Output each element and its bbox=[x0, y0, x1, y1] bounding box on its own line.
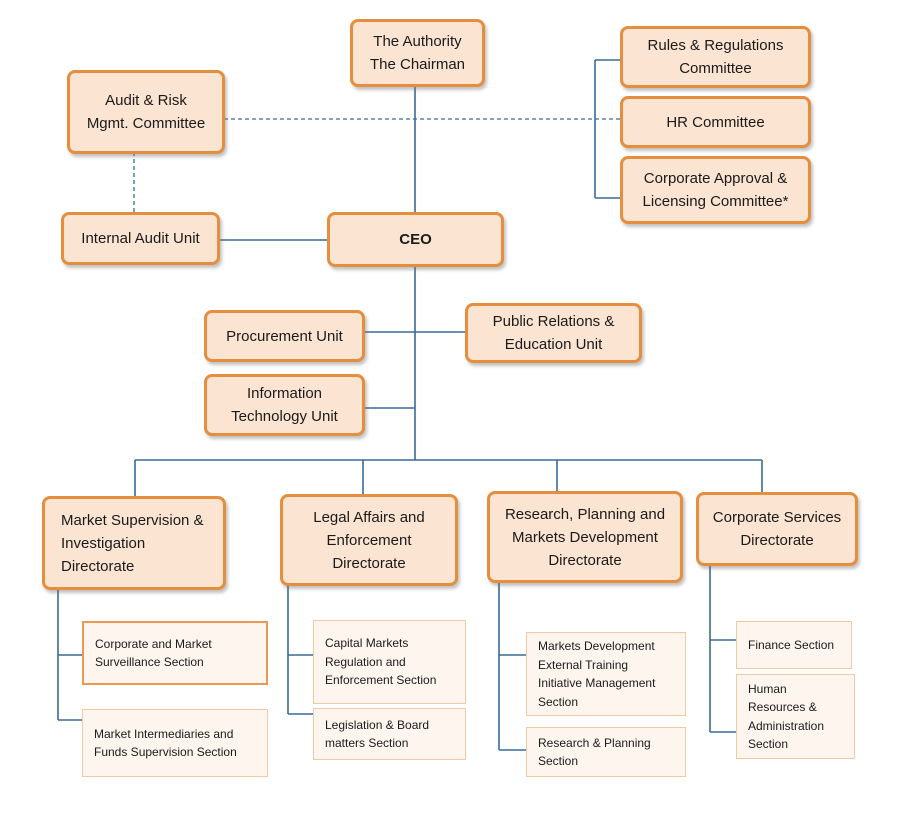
rules-regulations-committee-box: Rules & Regulations Committee bbox=[620, 26, 811, 88]
section-markets-development-training: Markets Development External Training In… bbox=[526, 632, 686, 716]
hr-committee-box: HR Committee bbox=[620, 96, 811, 148]
section-market-intermediaries: Market Intermediaries and Funds Supervis… bbox=[82, 709, 268, 777]
section-capital-markets-regulation: Capital Markets Regulation and Enforceme… bbox=[313, 620, 466, 704]
section-market-intermediaries-label: Market Intermediaries and Funds Supervis… bbox=[94, 726, 237, 760]
directorate-research-planning-box: Research, Planning and Markets Developme… bbox=[487, 491, 683, 583]
section-markets-development-training-label: Markets Development External Training In… bbox=[538, 639, 656, 709]
authority-chairman-box: The Authority The Chairman bbox=[350, 19, 485, 87]
procurement-unit-label: Procurement Unit bbox=[226, 327, 343, 345]
hr-committee-label: HR Committee bbox=[666, 113, 765, 131]
section-research-planning: Research & Planning Section bbox=[526, 727, 686, 777]
corporate-approval-committee-box: Corporate Approval & Licensing Committee… bbox=[620, 156, 811, 224]
ceo-box: CEO bbox=[327, 212, 504, 267]
section-legislation-board-matters: Legislation & Board matters Section bbox=[313, 708, 466, 760]
section-corporate-market-surveillance-label: Corporate and Market Surveillance Sectio… bbox=[95, 636, 212, 670]
directorate-legal-affairs-label: Legal Affairs and Enforcement Directorat… bbox=[313, 508, 425, 572]
directorate-legal-affairs-box: Legal Affairs and Enforcement Directorat… bbox=[280, 494, 458, 586]
public-relations-unit-box: Public Relations & Education Unit bbox=[465, 303, 642, 363]
directorate-corporate-services-box: Corporate Services Directorate bbox=[696, 492, 858, 566]
corporate-approval-committee-label: Corporate Approval & Licensing Committee… bbox=[642, 170, 789, 210]
directorate-corporate-services-label: Corporate Services Directorate bbox=[712, 509, 842, 549]
section-capital-markets-regulation-label: Capital Markets Regulation and Enforceme… bbox=[325, 636, 437, 688]
rules-regulations-committee-label: Rules & Regulations Committee bbox=[647, 37, 784, 77]
internal-audit-unit-box: Internal Audit Unit bbox=[61, 212, 220, 265]
audit-risk-committee-box: Audit & Risk Mgmt. Committee bbox=[67, 70, 225, 154]
information-technology-unit-label: Information Technology Unit bbox=[231, 385, 338, 425]
section-finance: Finance Section bbox=[736, 621, 852, 669]
section-finance-label: Finance Section bbox=[748, 637, 835, 652]
audit-risk-committee-label: Audit & Risk Mgmt. Committee bbox=[86, 92, 206, 132]
directorate-market-supervision-box: Market Supervision & Investigation Direc… bbox=[42, 496, 226, 590]
section-human-resources-administration-label: Human Resources & Administration Section bbox=[748, 681, 825, 752]
authority-chairman-label: The Authority The Chairman bbox=[369, 33, 466, 73]
section-human-resources-administration: Human Resources & Administration Section bbox=[736, 674, 855, 759]
section-legislation-board-matters-label: Legislation & Board matters Section bbox=[325, 717, 430, 751]
directorate-market-supervision-label: Market Supervision & Investigation Direc… bbox=[61, 511, 204, 575]
section-research-planning-label: Research & Planning Section bbox=[538, 735, 651, 769]
directorate-research-planning-label: Research, Planning and Markets Developme… bbox=[504, 505, 666, 569]
section-corporate-market-surveillance: Corporate and Market Surveillance Sectio… bbox=[82, 621, 268, 685]
information-technology-unit-box: Information Technology Unit bbox=[204, 374, 365, 436]
public-relations-unit-label: Public Relations & Education Unit bbox=[492, 313, 615, 353]
internal-audit-unit-label: Internal Audit Unit bbox=[81, 230, 200, 247]
ceo-label: CEO bbox=[399, 231, 432, 248]
procurement-unit-box: Procurement Unit bbox=[204, 310, 365, 362]
